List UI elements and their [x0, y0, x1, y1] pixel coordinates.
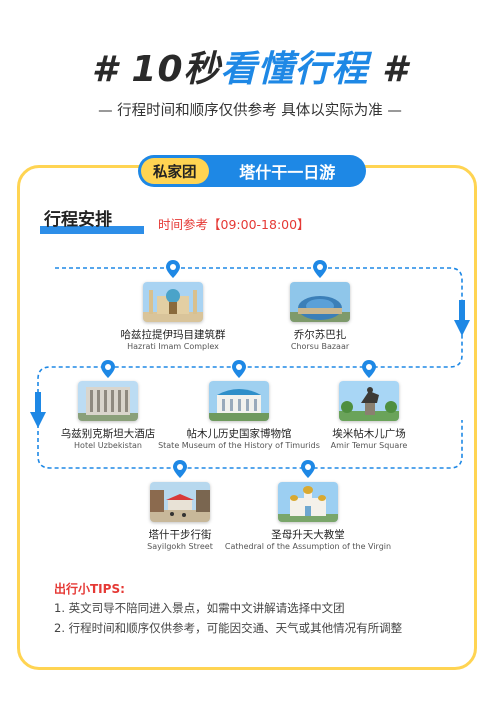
map-pin-icon	[173, 460, 187, 478]
stop-photo	[290, 282, 350, 322]
map-pin-icon	[232, 360, 246, 378]
stop-name-zh: 乔尔苏巴扎	[293, 329, 347, 341]
tab-day-tour: 塔什干一日游	[239, 163, 336, 182]
stop-name-zh: 哈兹拉提伊玛目建筑群	[120, 329, 226, 341]
arrow-down-icon	[454, 300, 470, 336]
stop-photo	[209, 381, 269, 421]
stop-name-zh: 帖木儿历史国家博物馆	[186, 428, 292, 440]
stop-photo	[78, 381, 138, 421]
stop-photo	[278, 482, 338, 522]
stop-photo	[339, 381, 399, 421]
heading-underline	[40, 226, 144, 234]
stop-name-en: Hotel Uzbekistan	[74, 441, 142, 450]
map-pin-icon	[101, 360, 115, 378]
title-suffix: #	[368, 49, 409, 90]
stop-name-en: Chorsu Bazaar	[290, 342, 350, 351]
tips-title: 出行小TIPS:	[54, 582, 125, 596]
tip-item: 2. 行程时间和顺序仅供参考，可能因交通、天气或其他情况有所调整	[54, 621, 403, 635]
stop-name-en: Hazrati Imam Complex	[127, 342, 219, 351]
tip-item: 1. 英文司导不陪同进入景点，如需中文讲解请选择中文团	[54, 601, 345, 615]
map-pin-icon	[362, 360, 376, 378]
page-title: # 10秒看懂行程 #	[0, 40, 500, 92]
stop-name-en: Cathedral of the Assumption of the Virgi…	[224, 542, 392, 551]
tab-private-tour: 私家团	[141, 158, 209, 184]
stop-name-zh: 乌兹别克斯坦大酒店	[60, 428, 156, 440]
stop-name-zh: 圣母升天大教堂	[271, 529, 345, 541]
title-prefix: # 10秒	[91, 49, 221, 90]
title-accent: 看懂行程	[220, 49, 369, 90]
schedule-time: 时间参考【09:00-18:00】	[158, 217, 310, 232]
subtitle: — 行程时间和顺序仅供参考 具体以实际为准 —	[98, 103, 402, 119]
map-pin-icon	[301, 460, 315, 478]
stop-name-en: State Museum of the History of Timurids	[158, 441, 320, 450]
arrow-down-icon	[30, 392, 46, 428]
stop-name-zh: 塔什干步行街	[148, 529, 212, 541]
stop-photo	[143, 282, 203, 322]
stop-name-zh: 埃米帖木儿广场	[332, 428, 406, 440]
tour-type-tabs: 私家团 塔什干一日游	[138, 155, 366, 187]
stop-photo	[150, 482, 210, 522]
stop-name-en: Sayilgokh Street	[147, 542, 213, 551]
stop-name-en: Amir Temur Square	[330, 441, 408, 450]
schedule-heading: 行程安排	[44, 210, 112, 230]
map-pin-icon	[166, 260, 180, 278]
map-pin-icon	[313, 260, 327, 278]
